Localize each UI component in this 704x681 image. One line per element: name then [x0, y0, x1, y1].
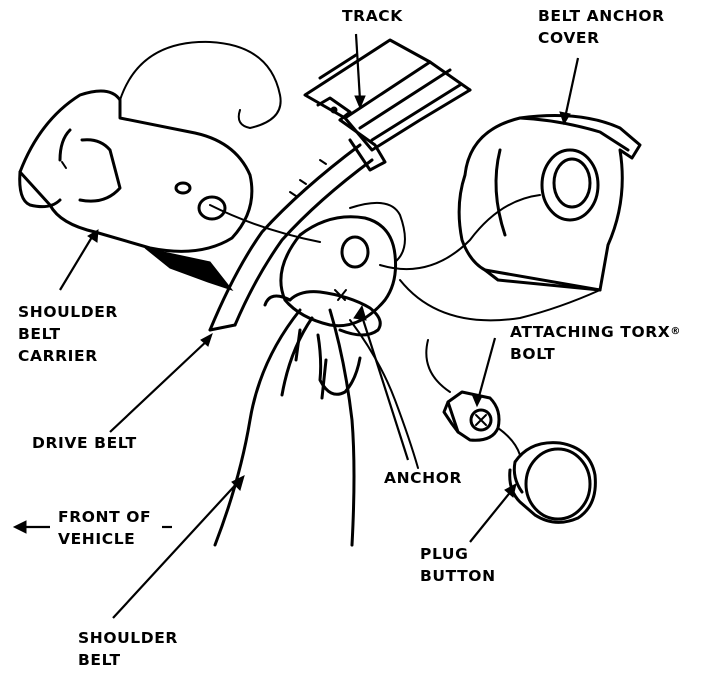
- left-arrow-icon: [12, 520, 172, 534]
- label-shoulder-belt-line1: SHOULDER: [78, 629, 178, 647]
- shoulder-belt: [213, 308, 362, 547]
- label-drive-belt: DRIVE BELT: [32, 434, 137, 452]
- track: [303, 38, 472, 172]
- label-plug-button-line2: BUTTON: [420, 567, 496, 585]
- label-belt-anchor-cover-line1: BELT ANCHOR: [538, 7, 665, 25]
- label-track: TRACK: [342, 7, 403, 25]
- plug-button: [508, 441, 597, 524]
- registered-mark: ®: [670, 326, 681, 337]
- assembly-lines: [119, 40, 601, 469]
- label-shoulder-belt-carrier-line1: SHOULDER: [18, 303, 118, 321]
- label-shoulder-belt-line2: BELT: [78, 651, 121, 669]
- label-attaching-torx-text: ATTACHING TORX: [510, 323, 671, 341]
- leader-lines: [59, 33, 580, 619]
- shoulder-belt-carrier: [18, 89, 254, 292]
- drive-belt: [208, 143, 374, 332]
- label-anchor: ANCHOR: [384, 469, 463, 487]
- label-belt-anchor-cover-line2: COVER: [538, 29, 600, 47]
- label-shoulder-belt-carrier-line2: BELT: [18, 325, 61, 343]
- attaching-torx-bolt: [442, 390, 501, 442]
- anchor: [263, 215, 397, 337]
- label-front-of-vehicle-line2: VEHICLE: [58, 530, 136, 548]
- label-attaching-torx-bolt-line2: BOLT: [510, 345, 556, 363]
- label-attaching-torx-bolt-line1: ATTACHING TORX®: [510, 322, 681, 342]
- label-front-of-vehicle-line1: FRONT OF: [58, 508, 152, 526]
- belt-anchor-cover: [457, 114, 642, 292]
- label-plug-button-line1: PLUG: [420, 545, 469, 563]
- label-shoulder-belt-carrier-line3: CARRIER: [18, 347, 98, 365]
